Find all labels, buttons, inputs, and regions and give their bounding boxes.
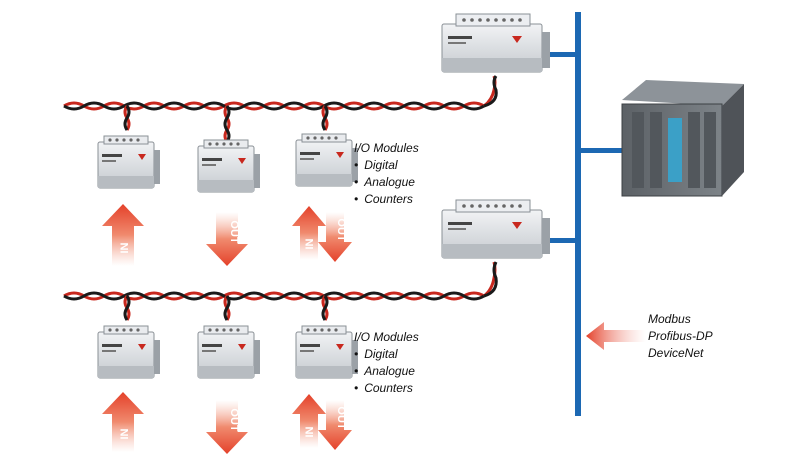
bus-branch-top-gateway	[548, 52, 578, 57]
svg-text:OUT: OUT	[228, 220, 240, 244]
in-arrow-icon: IN	[102, 204, 144, 266]
upper-twisted-cable	[63, 75, 498, 143]
svg-text:IN: IN	[304, 238, 316, 249]
protocol-profibus: Profibus-DP	[648, 329, 713, 343]
bus-branch-plc	[578, 148, 622, 153]
in-arrow-icon: IN	[292, 394, 326, 448]
io-modules-title: I/O Modules	[354, 141, 419, 155]
svg-text:OUT: OUT	[228, 408, 240, 432]
out-arrow-icon: OUT	[206, 212, 248, 266]
out-arrow-icon: OUT	[318, 400, 352, 450]
list-item: Digital	[354, 157, 419, 174]
list-item: Digital	[354, 346, 419, 363]
svg-text:IN: IN	[119, 242, 131, 253]
fieldbus-line	[575, 12, 581, 416]
svg-text:IN: IN	[119, 428, 131, 439]
svg-text:OUT: OUT	[335, 218, 347, 242]
lower-twisted-cable	[63, 261, 498, 321]
gateway-module-icon	[441, 199, 551, 259]
protocol-arrow-icon	[586, 322, 646, 350]
out-arrow-icon: OUT	[206, 400, 248, 454]
svg-text:IN: IN	[304, 426, 316, 437]
out-arrow-icon: OUT	[318, 212, 352, 262]
io-module-icon	[197, 139, 261, 193]
io-module-icon	[295, 325, 359, 379]
list-item: Analogue	[354, 174, 419, 191]
protocol-modbus: Modbus	[648, 312, 691, 326]
list-item: Counters	[354, 380, 419, 397]
list-item: Counters	[354, 191, 419, 208]
list-item: Analogue	[354, 363, 419, 380]
svg-text:OUT: OUT	[335, 406, 347, 430]
plc-icon	[621, 80, 744, 197]
lower-io-modules-label: I/O Modules Digital Analogue Counters	[354, 329, 419, 397]
io-module-icon	[97, 325, 161, 379]
upper-io-modules-label: I/O Modules Digital Analogue Counters	[354, 140, 419, 208]
protocols-label: Modbus Profibus-DP DeviceNet	[648, 311, 713, 362]
protocol-devicenet: DeviceNet	[648, 346, 704, 360]
in-arrow-icon: IN	[102, 392, 144, 452]
io-module-icon	[197, 325, 261, 379]
io-modules-list: Digital Analogue Counters	[354, 346, 419, 397]
io-modules-title: I/O Modules	[354, 330, 419, 344]
io-module-icon	[97, 135, 161, 189]
in-arrow-icon: IN	[292, 206, 326, 260]
io-modules-list: Digital Analogue Counters	[354, 157, 419, 208]
bus-branch-bottom-gateway	[548, 238, 578, 243]
io-module-icon	[295, 133, 359, 187]
gateway-module-icon	[441, 13, 551, 73]
